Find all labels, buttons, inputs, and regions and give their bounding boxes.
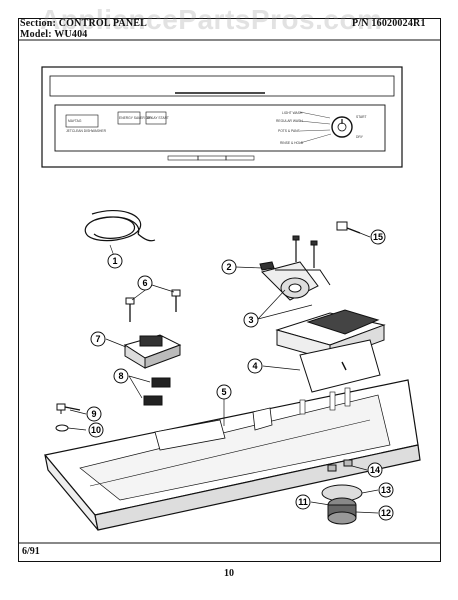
part-number: P/N 16020024R1 [352, 18, 426, 29]
dial-label-start: START [356, 115, 367, 119]
part-push-switch [123, 289, 182, 406]
delay-start-button[interactable] [145, 111, 167, 125]
door-top-trim [49, 75, 395, 97]
section-label: Section: [20, 18, 57, 29]
cycle-pots-pans: POTS & PANS [278, 129, 301, 133]
model-heading: Model: WU404 [20, 29, 88, 40]
callout-15: 15 [370, 229, 386, 245]
watermark: AppliancePartsPros.com [40, 4, 383, 35]
callout-12: 12 [378, 505, 394, 521]
svg-text:6: 6 [142, 278, 147, 288]
part-switch-housing [275, 309, 386, 393]
delay-start-label: DELAY START [147, 116, 169, 120]
svg-text:11: 11 [298, 497, 308, 507]
model-value: WU404 [54, 29, 88, 40]
svg-text:2: 2 [226, 262, 231, 272]
part-wire-harness [84, 210, 156, 257]
callout-5: 5 [216, 384, 232, 400]
svg-text:13: 13 [381, 485, 391, 495]
callout-8: 8 [113, 368, 129, 384]
section-value: CONTROL PANEL [58, 18, 148, 29]
energy-saver-button[interactable] [117, 111, 141, 125]
brand-text: MAYTAG [68, 119, 82, 123]
dishwasher-front-illustration: MAYTAG JETCLEAN DISHWASHER ENERGY SAVER … [41, 66, 403, 168]
section-heading: Section: CONTROL PANEL [20, 18, 147, 29]
callout-1: 1 [107, 253, 123, 269]
model-label: Model: [20, 29, 52, 40]
callout-9: 9 [86, 406, 102, 422]
svg-text:1: 1 [112, 256, 117, 266]
part-knob-assembly [321, 459, 363, 525]
cycle-rinse-hold: RINSE & HOLD [280, 141, 304, 145]
brand-badge [65, 114, 99, 128]
svg-text:9: 9 [91, 409, 96, 419]
revision-date: 6/91 [22, 546, 40, 557]
energy-saver-label: ENERGY SAVER DRY [119, 116, 153, 120]
part-screw-washer [55, 403, 81, 432]
timer-dial[interactable] [331, 116, 353, 138]
vent-slot [225, 155, 255, 161]
svg-text:15: 15 [373, 232, 383, 242]
callout-2: 2 [221, 259, 237, 275]
part-timer-assembly [259, 235, 331, 301]
svg-text:3: 3 [248, 315, 253, 325]
svg-text:8: 8 [118, 371, 123, 381]
brand-subtitle: JETCLEAN DISHWASHER [66, 129, 107, 133]
cycle-regular-wash: REGULAR WASH [276, 119, 303, 123]
svg-text:5: 5 [221, 387, 226, 397]
callout-10: 10 [88, 422, 104, 438]
svg-text:4: 4 [252, 361, 257, 371]
diagram-frame [18, 18, 441, 562]
callout-11: 11 [295, 494, 311, 510]
dial-label-dry: DRY [356, 135, 364, 139]
svg-text:12: 12 [381, 508, 391, 518]
callout-14: 14 [367, 462, 383, 478]
svg-text:14: 14 [370, 465, 380, 475]
page-number: 10 [224, 568, 234, 579]
callout-6: 6 [137, 275, 153, 291]
svg-text:10: 10 [91, 425, 101, 435]
svg-text:7: 7 [95, 334, 100, 344]
pn-value: 16020024R1 [371, 18, 426, 29]
callout-4: 4 [247, 358, 263, 374]
part-control-panel-tray [43, 379, 421, 531]
cycle-light-wash: LIGHT WASH [282, 111, 303, 115]
control-fascia [54, 104, 386, 152]
callout-7: 7 [90, 331, 106, 347]
callout-3: 3 [243, 312, 259, 328]
callout-13: 13 [378, 482, 394, 498]
pn-label: P/N [352, 18, 369, 29]
